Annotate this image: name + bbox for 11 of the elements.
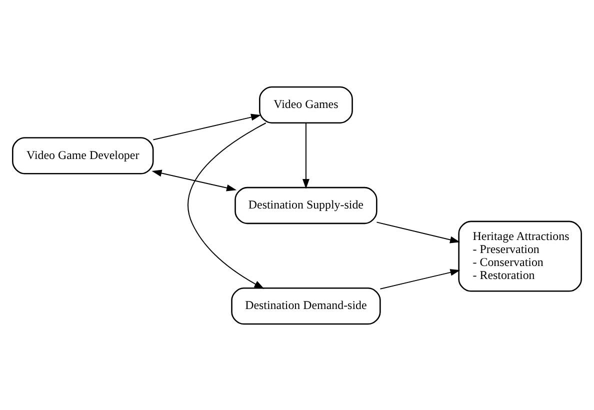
arrow — [188, 122, 266, 288]
arrow — [152, 169, 237, 191]
node-box: Destination Demand-side — [231, 287, 381, 324]
node-box: Video Games — [259, 86, 353, 123]
node-box: Video Game Developer — [12, 136, 154, 174]
arrow — [376, 221, 460, 243]
node-box: Destination Supply-side — [234, 186, 378, 224]
arrow — [152, 113, 262, 140]
arrow — [302, 122, 310, 188]
node-box: Heritage Attractions - Preservation - Conservation - Restoration — [458, 220, 582, 292]
arrow — [380, 268, 460, 289]
